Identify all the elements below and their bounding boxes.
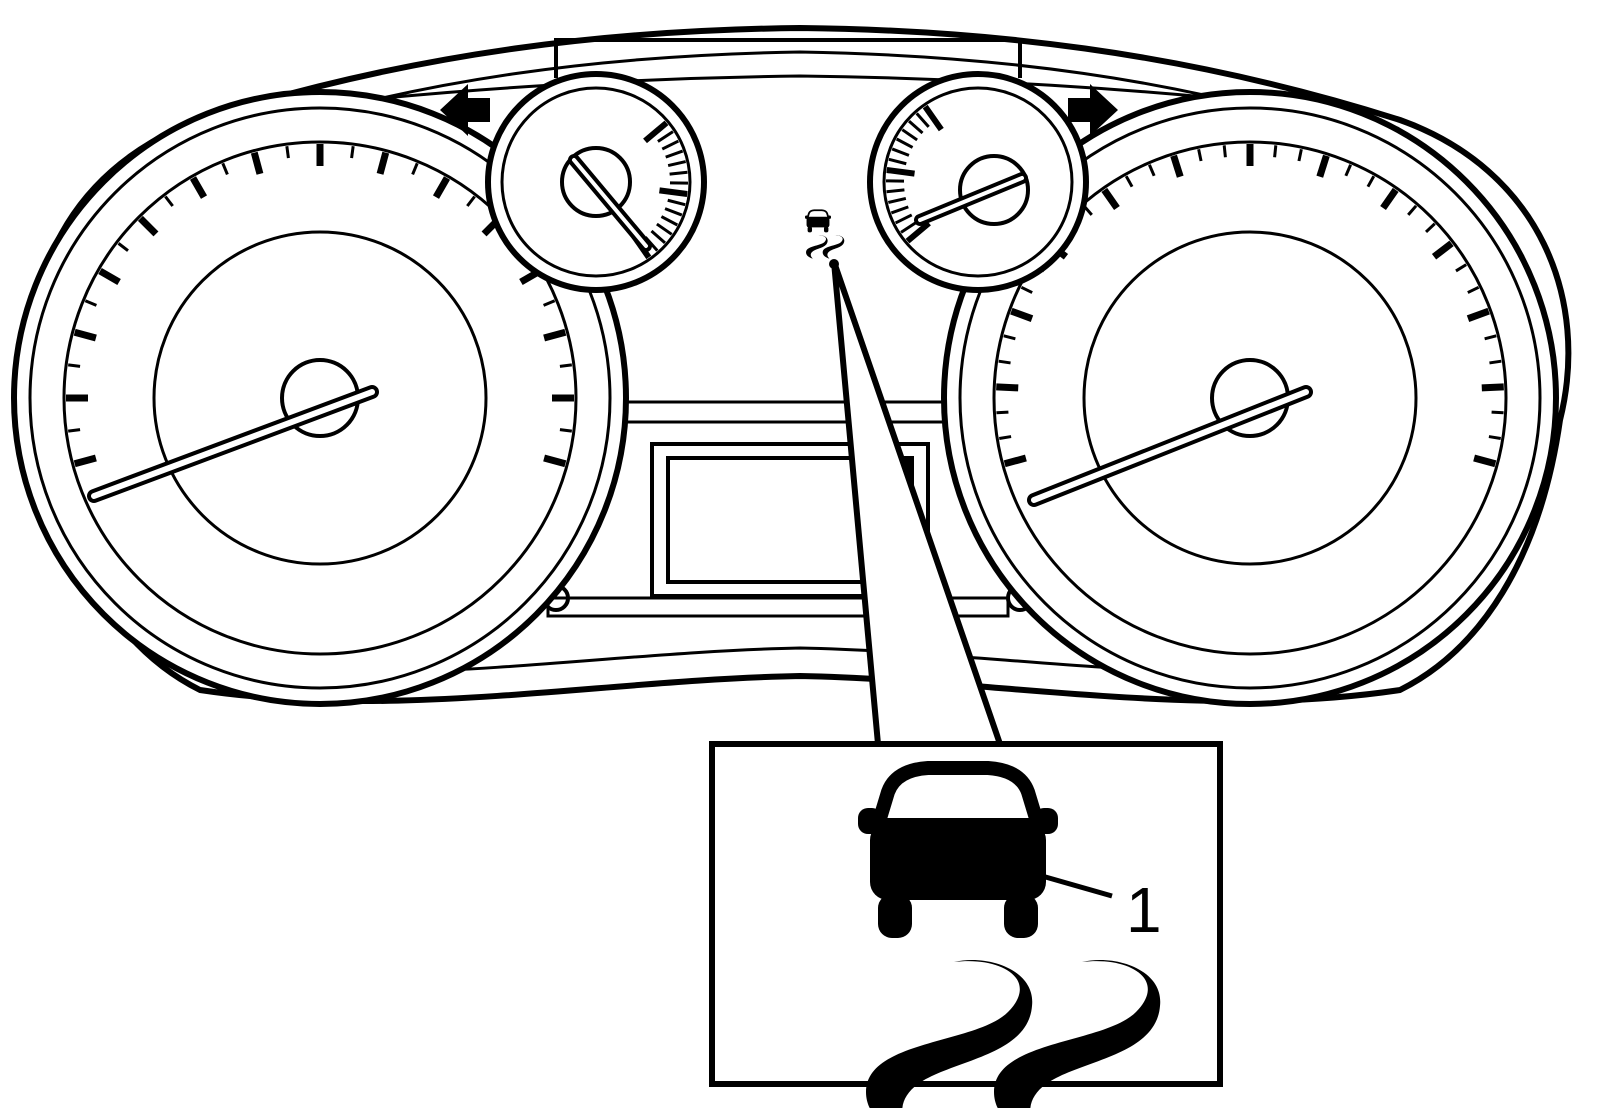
tick-mark bbox=[660, 215, 679, 227]
tick-mark bbox=[901, 128, 918, 142]
tick-mark bbox=[1488, 435, 1501, 440]
callout-label: 1 bbox=[1126, 874, 1162, 946]
tick-mark bbox=[1273, 145, 1278, 158]
tick-mark bbox=[1316, 154, 1330, 178]
callout-box: 1 bbox=[709, 741, 1223, 1108]
tick-mark bbox=[905, 220, 931, 244]
tick-mark bbox=[1484, 334, 1497, 341]
tick-mark bbox=[466, 195, 476, 207]
turn-right-arrow-icon bbox=[1068, 84, 1118, 136]
tick-mark bbox=[67, 363, 81, 368]
tick-mark bbox=[543, 299, 556, 307]
tick-mark bbox=[1366, 175, 1376, 188]
traction-control-warning-icon bbox=[804, 209, 846, 260]
tick-mark bbox=[67, 428, 81, 433]
tick-mark bbox=[1489, 359, 1502, 365]
tick-mark bbox=[894, 213, 913, 225]
tick-mark bbox=[1101, 187, 1120, 210]
tick-mark bbox=[1170, 154, 1184, 178]
tick-mark bbox=[886, 167, 915, 177]
tick-mark bbox=[895, 137, 914, 149]
tick-mark bbox=[1124, 175, 1134, 188]
tick-mark bbox=[1197, 148, 1203, 162]
tick-mark bbox=[890, 205, 909, 215]
tick-mark bbox=[250, 151, 264, 175]
tick-mark bbox=[887, 197, 907, 204]
tick-mark bbox=[650, 229, 666, 244]
tick-mark bbox=[543, 328, 567, 342]
tick-mark bbox=[137, 215, 159, 237]
speedometer-gauge bbox=[941, 89, 1559, 707]
speedometer-tick-marks bbox=[996, 144, 1504, 468]
tick-mark bbox=[73, 328, 97, 342]
tick-mark bbox=[1222, 145, 1227, 158]
fuel-gauge-tick-marks bbox=[630, 120, 689, 260]
temperature-gauge-tick-marks bbox=[885, 104, 944, 244]
tick-mark bbox=[84, 299, 97, 307]
turn-left-arrow-icon bbox=[440, 84, 490, 136]
tick-mark bbox=[1003, 454, 1027, 468]
tick-mark bbox=[559, 428, 573, 433]
tick-mark bbox=[1020, 285, 1033, 294]
tick-mark bbox=[1491, 410, 1504, 415]
tick-mark bbox=[411, 162, 419, 175]
tick-mark bbox=[999, 435, 1012, 440]
tick-mark bbox=[1431, 240, 1454, 260]
tick-mark bbox=[665, 149, 684, 159]
tick-mark bbox=[1380, 187, 1399, 210]
tick-mark bbox=[996, 383, 1019, 392]
tick-mark bbox=[1344, 164, 1352, 177]
tick-mark bbox=[667, 160, 687, 167]
tick-mark bbox=[98, 267, 121, 286]
tick-mark bbox=[996, 410, 1009, 415]
tick-mark bbox=[915, 112, 930, 128]
tick-mark bbox=[221, 162, 229, 175]
tick-mark bbox=[998, 359, 1011, 365]
tick-mark bbox=[664, 207, 683, 217]
tick-mark bbox=[1467, 285, 1480, 294]
tick-mark bbox=[117, 242, 129, 252]
tick-mark bbox=[164, 195, 174, 207]
callout-pointer-line bbox=[1041, 873, 1113, 899]
tick-mark bbox=[189, 176, 208, 199]
temperature-gauge bbox=[867, 71, 1089, 293]
tick-mark bbox=[432, 176, 451, 199]
tick-mark bbox=[559, 363, 573, 368]
tick-mark bbox=[350, 145, 355, 159]
tick-mark bbox=[922, 104, 944, 132]
tick-mark bbox=[888, 157, 907, 166]
tick-mark bbox=[1010, 307, 1034, 322]
tick-mark bbox=[1003, 334, 1016, 341]
tick-mark bbox=[908, 120, 924, 135]
tick-mark bbox=[285, 145, 290, 159]
tick-mark bbox=[543, 454, 567, 468]
tick-mark bbox=[659, 187, 688, 197]
tick-mark bbox=[1481, 383, 1504, 392]
tick-mark bbox=[886, 188, 905, 194]
tick-mark bbox=[1466, 307, 1490, 322]
tick-mark bbox=[1297, 148, 1303, 162]
tick-mark bbox=[376, 151, 390, 175]
tick-mark bbox=[891, 147, 910, 157]
tick-mark bbox=[656, 222, 673, 236]
tick-mark bbox=[1424, 222, 1436, 234]
tick-mark bbox=[661, 139, 680, 151]
tick-mark bbox=[1473, 454, 1497, 468]
tick-mark bbox=[643, 120, 669, 144]
tick-mark bbox=[667, 198, 686, 207]
tick-mark bbox=[1148, 164, 1156, 177]
tachometer-gauge bbox=[11, 89, 629, 707]
tick-mark bbox=[669, 170, 688, 176]
tick-mark bbox=[73, 454, 97, 468]
tick-mark bbox=[657, 130, 674, 143]
tick-mark bbox=[1455, 263, 1467, 273]
fuel-gauge bbox=[485, 71, 707, 293]
tick-mark bbox=[900, 221, 917, 234]
tick-mark bbox=[1407, 204, 1418, 216]
